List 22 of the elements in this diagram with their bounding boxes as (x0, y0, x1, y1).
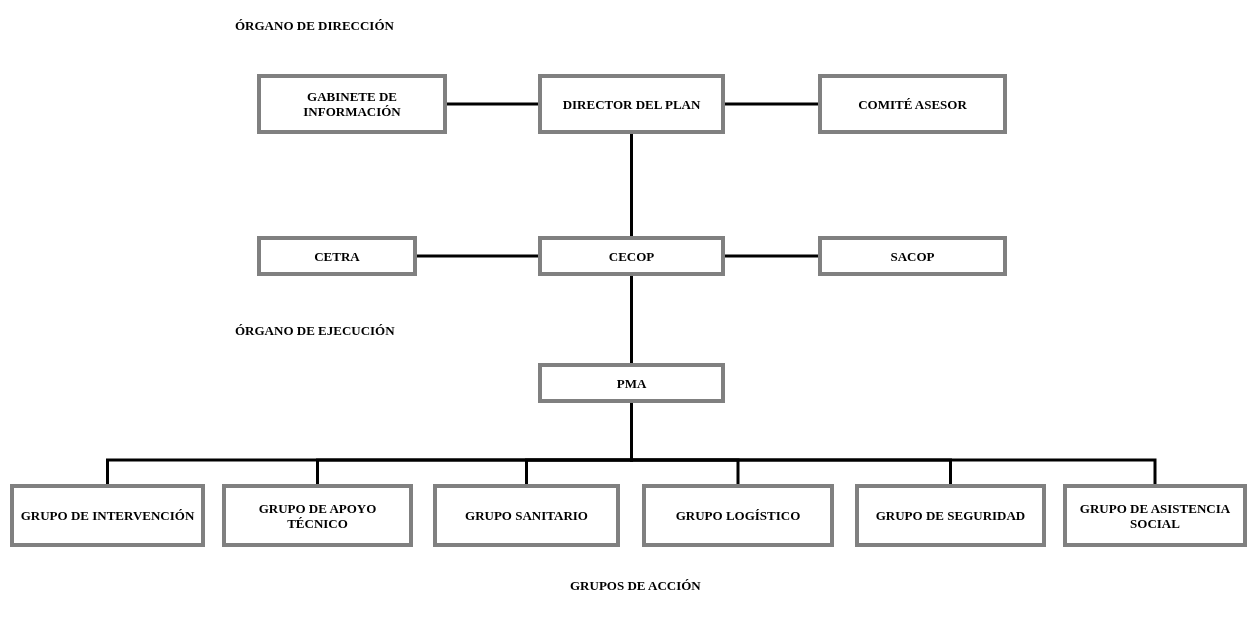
org-box: DIRECTOR DEL PLAN (538, 74, 725, 134)
section-heading: GRUPOS DE ACCIÓN (570, 578, 701, 594)
connector-line (630, 276, 633, 363)
org-box: PMA (538, 363, 725, 403)
org-box: COMITÉ ASESOR (818, 74, 1007, 134)
section-heading: ÓRGANO DE EJECUCIÓN (235, 323, 395, 339)
connector-line (725, 254, 818, 258)
connector-line (417, 254, 538, 258)
connector-line (630, 134, 633, 236)
org-box: GRUPO SANITARIO (433, 484, 620, 547)
connector-line (447, 102, 538, 106)
org-box: CETRA (257, 236, 417, 276)
org-box: CECOP (538, 236, 725, 276)
org-box: SACOP (818, 236, 1007, 276)
section-heading: ÓRGANO DE DIRECCIÓN (235, 18, 394, 34)
connector-line (725, 102, 818, 106)
org-box: GRUPO LOGÍSTICO (642, 484, 834, 547)
org-box: GRUPO DE SEGURIDAD (855, 484, 1046, 547)
org-box: GRUPO DE APOYO TÉCNICO (222, 484, 413, 547)
org-box: GRUPO DE ASISTENCIA SOCIAL (1063, 484, 1247, 547)
org-box: GRUPO DE INTERVENCIÓN (10, 484, 205, 547)
org-box: GABINETE DE INFORMACIÓN (257, 74, 447, 134)
